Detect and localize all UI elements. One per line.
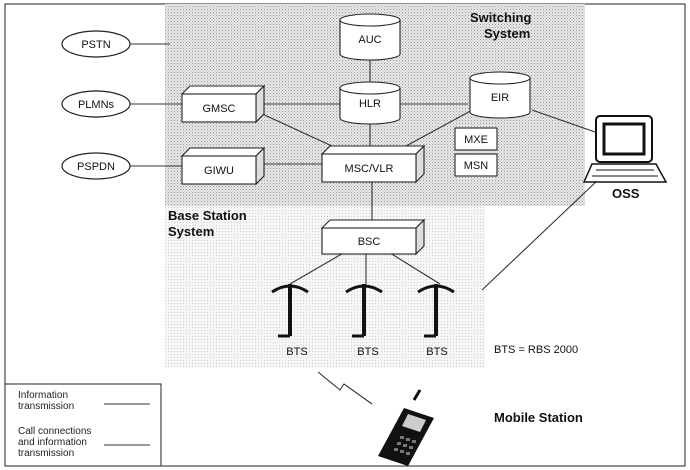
- legend-call-label-2: and information: [18, 437, 87, 448]
- msn-box: MSN: [454, 153, 498, 177]
- bss-title-1: Base Station: [168, 208, 247, 223]
- legend-info-label-1: Information: [18, 390, 68, 401]
- legend-call-label-1: Call connections: [18, 426, 91, 437]
- switching-system-title-1: Switching: [470, 10, 531, 25]
- hlr-label: HLR: [359, 98, 381, 110]
- msc-vlr-box: MSC/VLR: [320, 144, 426, 184]
- bsc-box: BSC: [320, 218, 426, 256]
- pspdn-label: PSPDN: [77, 161, 115, 173]
- gmsc-label: GMSC: [203, 103, 236, 115]
- bts-tower-icon: [417, 284, 455, 338]
- giwu-box: GIWU: [180, 146, 266, 186]
- mxe-label: MXE: [464, 134, 488, 146]
- switching-system-title-2: System: [484, 26, 530, 41]
- bss-title-2: System: [168, 224, 214, 239]
- legend-info-label-2: transmission: [18, 401, 74, 412]
- bts-towers: [271, 284, 455, 338]
- auc-label: AUC: [358, 34, 381, 46]
- auc-database: AUC: [339, 13, 401, 61]
- bsc-label: BSC: [358, 236, 381, 248]
- gmsc-box: GMSC: [180, 84, 266, 124]
- bts-note: BTS = RBS 2000: [494, 344, 578, 356]
- radio-link-icon: [317, 371, 373, 405]
- mobile-station-label: Mobile Station: [494, 410, 583, 425]
- bts-label: BTS: [426, 346, 447, 358]
- hlr-database: HLR: [339, 81, 401, 125]
- eir-database: EIR: [469, 71, 531, 119]
- bts-label: BTS: [286, 346, 307, 358]
- msc-vlr-label: MSC/VLR: [345, 163, 394, 175]
- mxe-box: MXE: [454, 127, 498, 151]
- bts-label: BTS: [357, 346, 378, 358]
- plmns-label: PLMNs: [78, 99, 115, 111]
- pstn-label: PSTN: [81, 39, 110, 51]
- bts-tower-icon: [271, 284, 309, 338]
- pspdn-node: PSPDN: [61, 152, 131, 180]
- eir-label: EIR: [491, 92, 509, 104]
- oss-computer-icon: [582, 115, 668, 183]
- pstn-node: PSTN: [61, 30, 131, 58]
- oss-label: OSS: [612, 186, 640, 201]
- giwu-label: GIWU: [204, 165, 234, 177]
- legend-call-label-3: transmission: [18, 448, 74, 459]
- bts-tower-icon: [345, 284, 383, 338]
- plmns-node: PLMNs: [61, 90, 131, 118]
- legend: Information transmission Call connection…: [4, 383, 162, 467]
- mobile-phone-icon: [378, 389, 434, 466]
- msn-label: MSN: [464, 160, 489, 172]
